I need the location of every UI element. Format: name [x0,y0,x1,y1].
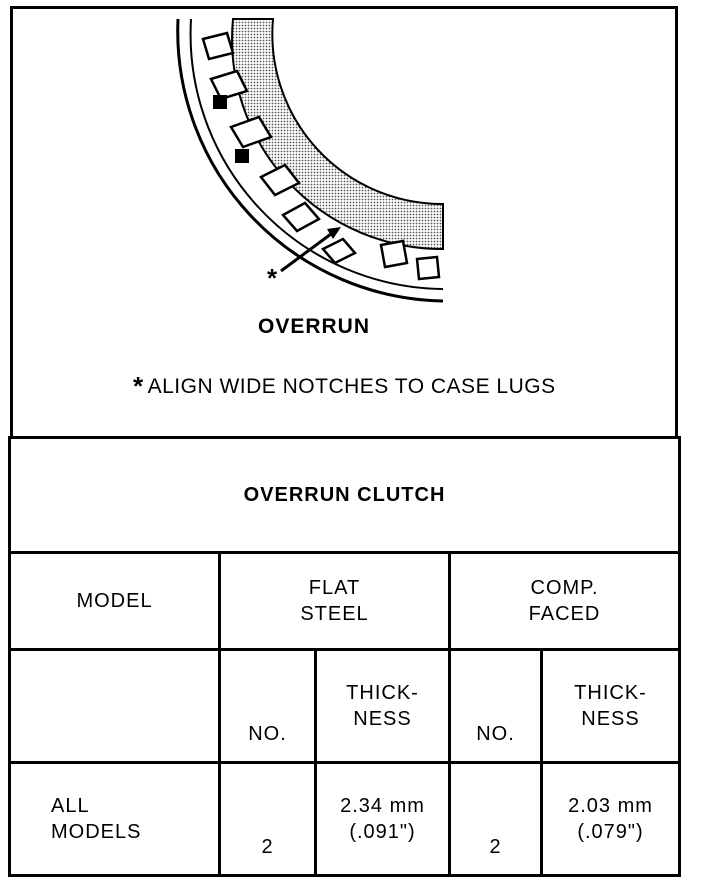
note-text: ALIGN WIDE NOTCHES TO CASE LUGS [147,375,556,398]
model-cell: ALL MODELS [8,761,221,877]
overrun-clutch-table: OVERRUN CLUTCH MODEL FLAT STEEL COMP. FA… [7,436,682,877]
alignment-note: *ALIGN WIDE NOTCHES TO CASE LUGS [133,369,556,401]
table-title: OVERRUN CLUTCH [7,436,682,554]
pointer-asterisk: * [267,263,278,293]
model-header: MODEL [8,551,221,651]
figure-caption: OVERRUN [258,315,371,338]
empty-header-cell [8,648,221,764]
flat-thickness-cell: 2.34 mm (.091") [314,761,451,877]
comp-no-cell: 2 [448,761,543,877]
note-asterisk: * [133,371,144,401]
comp-thickness-cell: 2.03 mm (.079") [539,761,682,877]
flat-no-header: NO. [218,648,317,764]
figure-panel: * OVERRUN *ALIGN WIDE NOTCHES TO CASE LU… [10,6,678,436]
clutch-plate-illustration: * [176,18,444,303]
flat-thickness-header: THICK- NESS [314,648,451,764]
flat-no-cell: 2 [218,761,317,877]
comp-thickness-header: THICK- NESS [539,648,682,764]
table-row: ALL MODELS 2 2.34 mm (.091") 2 2.03 mm (… [8,761,682,877]
comp-faced-header: COMP. FACED [447,551,682,651]
comp-no-header: NO. [448,648,543,764]
flat-steel-header: FLAT STEEL [218,551,451,651]
